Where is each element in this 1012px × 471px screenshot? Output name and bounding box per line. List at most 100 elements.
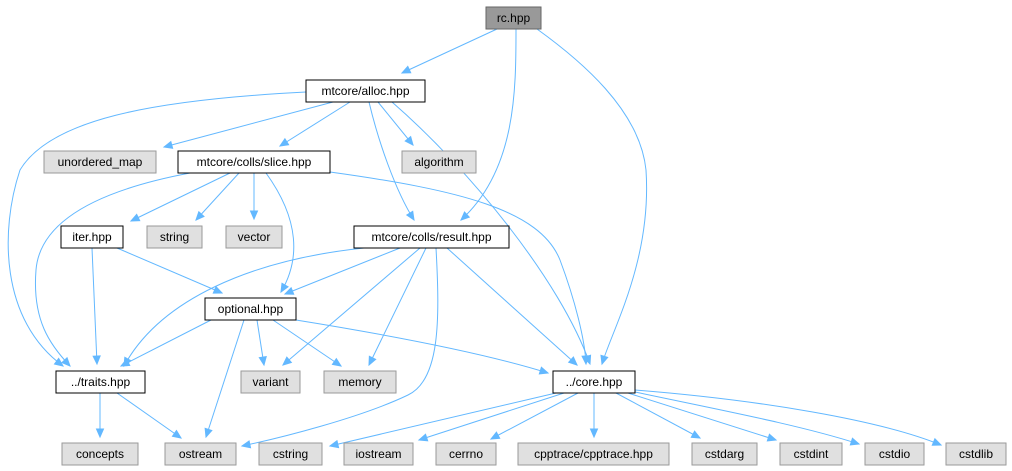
node-algorithm-label: algorithm (414, 155, 463, 169)
arrowhead-slice-to-string (195, 210, 205, 221)
arrowhead-core-to-cstdint (766, 433, 778, 442)
node-variant: variant (240, 370, 301, 394)
node-iter-hpp[interactable]: iter.hpp (60, 225, 124, 249)
edge-line-result-to-optional (284, 247, 401, 295)
edge-iter-to-traits (91, 247, 101, 366)
node-traits-hpp[interactable]: ../traits.hpp (55, 370, 146, 394)
edge-line-rc-to-alloc (401, 28, 498, 74)
node-unordered-map-label: unordered_map (58, 155, 143, 169)
edge-line-core-to-cstdarg (615, 392, 701, 439)
edge-line-core-to-cstdlib (634, 389, 942, 446)
node-vector: vector (225, 225, 283, 249)
node-cpptrace-cpptrace-hpp-label: cpptrace/cpptrace.hpp (534, 447, 653, 461)
edge-traits-to-ostream (116, 392, 183, 439)
node-traits-hpp-label: ../traits.hpp (71, 375, 131, 389)
arrowhead-slice-to-traits (61, 356, 71, 367)
edge-line-slice-to-core (329, 171, 587, 365)
arrowhead-alloc-to-result (405, 210, 415, 222)
arrowhead-slice-to-iter (129, 213, 141, 222)
edge-alloc-to-unordered_map (162, 101, 334, 149)
edge-rc-to-core (536, 28, 648, 366)
arrowhead-core-to-cerrno (489, 431, 501, 440)
arrowhead-rc-to-core (600, 354, 609, 366)
edge-slice-to-optional (265, 172, 295, 294)
edge-line-result-to-traits (123, 247, 365, 367)
edge-alloc-to-result (368, 101, 415, 222)
arrowhead-result-to-optional (283, 286, 295, 295)
edge-result-to-ostream (240, 247, 439, 449)
edge-result-to-optional (283, 247, 401, 295)
edge-iter-to-optional (116, 247, 224, 294)
node-iostream: iostream (343, 442, 414, 466)
node-string-label: string (160, 230, 189, 244)
node-optional-hpp[interactable]: optional.hpp (204, 297, 297, 321)
arrowhead-iter-to-traits (92, 355, 101, 366)
node-variant-label: variant (252, 375, 289, 389)
arrowhead-alloc-to-algorithm (404, 135, 414, 146)
edge-line-optional-to-traits (120, 319, 212, 367)
node-mtcore-alloc-hpp-label: mtcore/alloc.hpp (321, 84, 409, 98)
arrowhead-alloc-to-unordered_map (162, 140, 174, 149)
edge-result-to-memory (368, 247, 427, 367)
node-cstdarg: cstdarg (691, 442, 758, 466)
edge-core-to-cstdint (627, 392, 778, 442)
edge-line-result-to-ostream (241, 247, 439, 447)
edge-line-slice-to-iter (130, 172, 231, 222)
arrowhead-traits-to-ostream (171, 429, 183, 439)
arrowhead-alloc-to-slice (278, 137, 290, 147)
edge-core-to-cpptrace (589, 393, 599, 439)
edge-line-alloc-to-traits (7, 91, 307, 367)
edge-line-optional-to-ostream (205, 319, 245, 438)
edge-core-to-cstdlib (634, 389, 943, 446)
arrowhead-core-to-cstring (328, 439, 340, 449)
edge-optional-to-traits (119, 319, 212, 367)
edge-result-to-variant (282, 247, 421, 366)
arrowhead-result-to-core (567, 356, 578, 366)
edge-line-iter-to-optional (116, 247, 223, 294)
edge-line-result-to-memory (368, 247, 427, 366)
node-core-hpp[interactable]: ../core.hpp (552, 370, 636, 394)
arrowhead-core-to-cstdio (849, 437, 861, 446)
arrowhead-optional-to-ostream (204, 427, 213, 439)
node-mtcore-colls-slice-hpp-label: mtcore/colls/slice.hpp (197, 155, 312, 169)
edge-line-core-to-cstdio (634, 391, 860, 445)
node-mtcore-alloc-hpp[interactable]: mtcore/alloc.hpp (305, 79, 426, 103)
arrowhead-core-to-iostream (417, 433, 429, 442)
edge-rc-to-result (460, 28, 517, 221)
arrowhead-slice-to-core (581, 355, 590, 366)
node-cstdint: cstdint (779, 442, 843, 466)
edge-line-core-to-iostream (418, 392, 565, 441)
arrowhead-result-to-memory (368, 355, 377, 367)
node-cpptrace-cpptrace-hpp: cpptrace/cpptrace.hpp (517, 442, 670, 466)
edges-layer (7, 28, 943, 449)
edge-line-slice-to-string (195, 172, 240, 221)
edge-line-core-to-cerrno (490, 392, 579, 440)
edge-line-rc-to-result (460, 28, 517, 221)
node-cstring-label: cstring (273, 447, 308, 461)
node-ostream-label: ostream (179, 447, 222, 461)
arrowhead-optional-to-core (538, 366, 550, 375)
edge-slice-to-core (329, 171, 590, 366)
node-cstring: cstring (258, 442, 323, 466)
node-cerrno-label: cerrno (449, 447, 483, 461)
edge-line-result-to-core (446, 247, 578, 366)
edge-optional-to-core (295, 319, 550, 375)
node-optional-hpp-label: optional.hpp (218, 302, 284, 316)
arrowhead-core-to-cpptrace (589, 428, 599, 439)
edge-line-optional-to-core (295, 319, 549, 374)
arrowhead-optional-to-traits (119, 358, 131, 367)
edge-line-alloc-to-algorithm (377, 101, 414, 146)
node-cstdio-label: cstdio (879, 447, 911, 461)
node-mtcore-colls-result-hpp[interactable]: mtcore/colls/result.hpp (353, 225, 510, 249)
node-memory: memory (323, 370, 397, 394)
edge-optional-to-memory (272, 319, 343, 367)
edge-line-slice-to-optional (265, 172, 295, 293)
edge-line-traits-to-ostream (116, 392, 182, 439)
node-mtcore-colls-slice-hpp[interactable]: mtcore/colls/slice.hpp (177, 150, 331, 174)
arrowhead-optional-to-variant (258, 355, 267, 367)
arrowhead-result-to-ostream (240, 440, 252, 449)
node-rc-hpp[interactable]: rc.hpp (485, 6, 542, 30)
edge-line-core-to-cstdint (627, 392, 777, 441)
edge-line-rc-to-core (536, 28, 648, 365)
edge-line-iter-to-traits (91, 247, 98, 365)
